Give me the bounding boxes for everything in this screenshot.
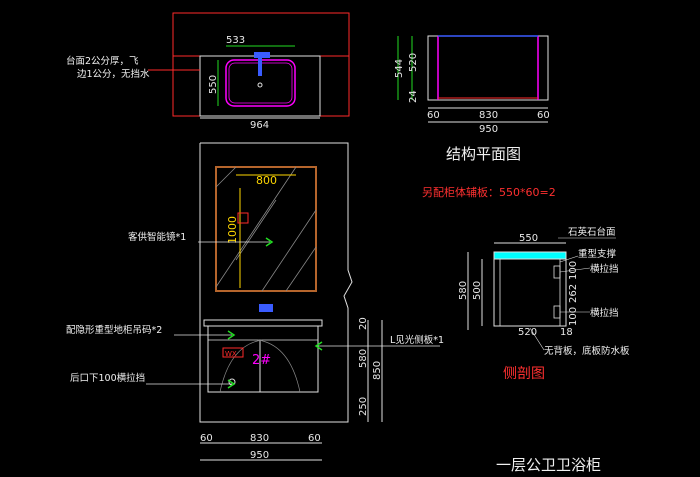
dim-830: 830 <box>479 110 498 121</box>
dim-20: 20 <box>358 317 369 330</box>
bottom-board-note: 无背板，底板防水板 <box>544 345 630 357</box>
countertop-note-line1: 台面2公分厚，飞 <box>66 55 139 67</box>
mirror-note: 客供智能镜*1 <box>128 231 186 243</box>
hanger-note-arrow-icon <box>227 330 236 340</box>
dim-850: 850 <box>372 361 383 380</box>
side-section: 550 580 500 100 262 100 520 18 石英石台面 重型支… <box>458 226 630 382</box>
dim-width: 964 <box>250 120 269 131</box>
dim-250: 250 <box>358 397 369 416</box>
rail-note-1: 横拉挡 <box>590 263 619 275</box>
dim-basin: 533 <box>226 35 245 46</box>
top-view: 533 550 964 台面2公分厚，飞 边1公分，无挡水 <box>66 12 350 131</box>
dim-520: 520 <box>408 53 419 72</box>
section-dim-520: 520 <box>518 327 537 338</box>
section-outline <box>493 259 567 327</box>
section-dim-18: 18 <box>560 327 573 338</box>
support-note-leader <box>559 255 579 263</box>
dim-24: 24 <box>408 90 419 103</box>
structure-plan-title: 结构平面图 <box>446 145 521 163</box>
faucet-icon <box>254 52 270 58</box>
side-panel-note-arrow-icon <box>314 341 323 351</box>
cabinet-outline <box>207 325 319 393</box>
dim-bottom-60-right: 60 <box>308 433 321 444</box>
mirror-hatch <box>235 199 277 261</box>
mirror-note-arrow-icon <box>265 237 274 247</box>
mirror-hatch <box>261 209 317 292</box>
front-faucet-icon <box>259 304 273 312</box>
side-panel-note: L见光侧板*1 <box>390 334 444 346</box>
door-swing <box>257 339 301 393</box>
quartz-top <box>493 251 567 260</box>
dim-bottom-60-left: 60 <box>200 433 213 444</box>
dim-bottom-950: 950 <box>250 450 269 461</box>
quartz-note: 石英石台面 <box>568 226 616 238</box>
structure-plan: 544 520 24 60 830 60 950 结构平面图 另配柜体辅板：55… <box>394 35 556 199</box>
hanger-note: 配隐形重型地柜吊码*2 <box>66 324 162 336</box>
front-elevation: 800 1000 客供智能镜*1 WX 2# 配隐形重型地柜吊码*2 后口下10… <box>66 142 601 474</box>
section-dim-580: 580 <box>458 281 469 300</box>
mirror-hatch <box>215 166 237 188</box>
tag-a: WX <box>225 350 237 358</box>
support-note: 重型支撑 <box>578 248 617 260</box>
dim-800: 800 <box>256 174 277 187</box>
mirror-outline <box>215 166 317 292</box>
rail-note-2: 横拉挡 <box>590 307 619 319</box>
dim-bottom-830: 830 <box>250 433 269 444</box>
bottom-rail-note-arrow-icon <box>227 379 236 389</box>
tag-box-a <box>222 347 244 358</box>
section-dim-100b: 100 <box>568 307 579 326</box>
dim-60-left: 60 <box>427 110 440 121</box>
dim-60-right: 60 <box>537 110 550 121</box>
socket-icon <box>237 212 249 224</box>
mirror-hatch <box>285 246 317 292</box>
faucet-spout-icon <box>258 58 262 76</box>
section-dim-550: 550 <box>519 233 538 244</box>
wall-outline <box>199 142 353 423</box>
section-title: 侧剖图 <box>503 366 545 382</box>
bottom-rail-note: 后口下100横拉挡 <box>70 372 145 384</box>
countertop-note-line2: 边1公分，无挡水 <box>77 68 150 80</box>
dim-950: 950 <box>479 124 498 135</box>
section-dim-262: 262 <box>568 284 579 303</box>
section-dim-500: 500 <box>472 281 483 300</box>
dim-544: 544 <box>394 59 405 78</box>
dim-1000: 1000 <box>226 216 239 244</box>
rail-note-1-leader <box>559 267 591 273</box>
dim-580: 580 <box>358 349 369 368</box>
dim-depth: 550 <box>208 75 219 94</box>
extra-board-note: 另配柜体辅板：550*60=2 <box>422 185 556 199</box>
mirror-hatch <box>215 166 297 288</box>
bottom-board-note-leader <box>529 327 545 351</box>
cabinet-number: 2# <box>252 353 271 368</box>
drain-icon <box>257 82 263 88</box>
main-title: 一层公卫卫浴柜 <box>496 456 601 474</box>
